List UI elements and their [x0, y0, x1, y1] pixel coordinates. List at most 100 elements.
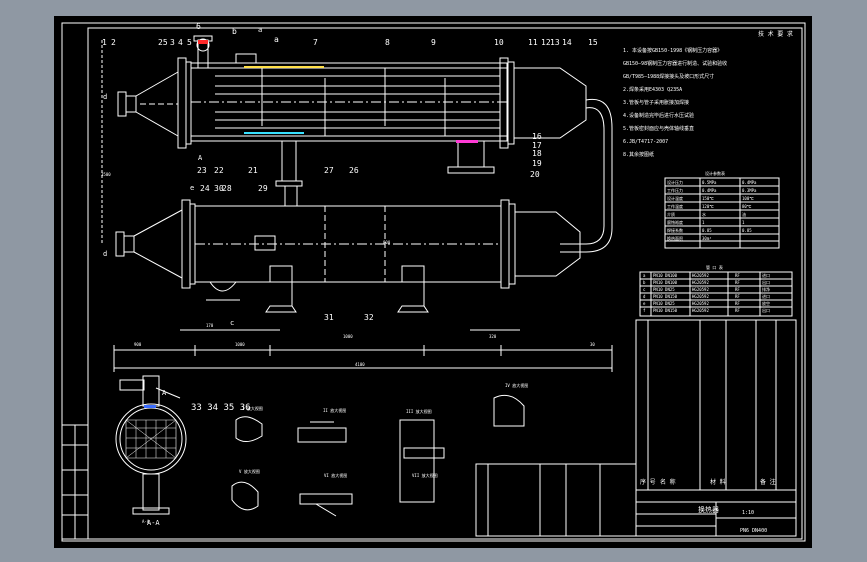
section-view-label: III 放大视图: [406, 408, 432, 414]
balloon-label: 32: [364, 313, 374, 322]
letter-label: a: [258, 26, 262, 34]
nozzle-cell: RF: [735, 294, 740, 299]
design-cell: 焊接系数: [667, 227, 683, 233]
letter-label: A-A: [147, 519, 160, 527]
design-cell: 设计温度: [667, 195, 683, 201]
design-cell: 腐蚀裕度: [667, 219, 683, 225]
nozzle-cell: a: [643, 273, 646, 278]
nozzle-cell: RF: [735, 301, 740, 306]
balloon-label: 30: [214, 184, 224, 193]
design-cell: 120℃: [702, 204, 714, 209]
balloon-label: b: [232, 27, 237, 36]
nozzle-cell: c: [643, 287, 646, 292]
parts-footer-label: 备 注: [760, 478, 776, 486]
dimension-label: 900: [134, 342, 142, 347]
dimension-label: 1000: [343, 334, 353, 339]
nozzle-table-heading: 管 口 表: [706, 264, 723, 270]
note-line: 6.JB/T4717-2007: [623, 139, 668, 145]
note-line: 2.焊条采用E4303 Q235A: [623, 86, 682, 93]
nozzle-table: [639, 271, 793, 317]
letter-label: A: [198, 154, 203, 162]
parts-list-footer: 序 号名 称材 料备 注: [640, 478, 776, 486]
balloon-label: 23: [197, 166, 207, 175]
nozzle-cell: 进口: [762, 293, 770, 299]
parts-footer-label: 名 称: [660, 478, 676, 486]
nozzle-cell: HG20592: [692, 273, 709, 278]
design-cell: 工作压力: [667, 187, 683, 193]
nozzle-cell: d: [643, 294, 646, 299]
balloon-label: 6: [196, 22, 201, 31]
nozzle-cell: 进口: [762, 272, 770, 278]
balloon-label: 14: [562, 38, 572, 47]
nozzle-cell: HG20592: [692, 280, 709, 285]
design-cell: 换热面积: [667, 235, 683, 241]
title-drawing-no: PN6 DN400: [740, 528, 767, 534]
design-cell: 0.4MPa: [702, 188, 717, 193]
balloon-label: 19: [532, 159, 542, 168]
letter-label: d: [103, 250, 107, 258]
balloon-label: 29: [258, 184, 268, 193]
nozzle-cell: PN10 DN150: [653, 308, 678, 313]
balloon-label: 5: [187, 38, 192, 47]
design-cell: 0.85: [742, 228, 752, 233]
balloon-label: 13: [550, 38, 560, 47]
dimension-labels: 4100 1000 1000 900 170 320 800 3500 30: [101, 172, 595, 367]
dimension-label: 3500: [101, 172, 111, 177]
note-line: 5.管板密封面应与壳体轴线垂直: [623, 125, 694, 132]
section-view-label: VI 放大视图: [324, 472, 347, 478]
balloon-label: 1: [102, 38, 107, 47]
dimension-label: 4100: [355, 362, 365, 367]
design-cell: 0.85: [702, 228, 712, 233]
nozzle-cell: RF: [735, 287, 740, 292]
title-scale: 1:10: [742, 510, 754, 516]
dimension-label: 320: [489, 334, 497, 339]
design-cell: 水: [702, 211, 706, 217]
parts-footer-label: 序 号: [640, 478, 656, 486]
design-cell: 30m²: [702, 236, 712, 241]
dimension-label: 800: [383, 240, 391, 245]
nozzle-cell: 放空: [762, 300, 770, 306]
nozzle-cell: b: [643, 280, 646, 285]
nozzle-cell: PN10 DN25: [653, 301, 675, 306]
balloon-label: 31: [324, 313, 334, 322]
nozzle-cell: PN10 DN25: [653, 287, 675, 292]
nozzle-cell: PN10 DN100: [653, 280, 678, 285]
letter-label: e: [190, 184, 194, 192]
letter-label: d: [103, 93, 107, 101]
balloon-label: 16: [532, 132, 542, 141]
design-cell: 介质: [667, 211, 675, 217]
note-line: 1. 本设备按GB150-1998《钢制压力容器》: [623, 47, 722, 54]
nozzle-cell: HG20592: [692, 301, 709, 306]
section-view-label: A-A: [142, 519, 150, 524]
nozzle-cell: HG20592: [692, 308, 709, 313]
note-line: GB150—98钢制压力容器进行制造、试验和验收: [623, 60, 727, 67]
balloon-label: 8: [385, 38, 390, 47]
design-table-heading: 设计参数表: [705, 170, 725, 176]
title-name: 换热器: [698, 505, 719, 514]
dimension-label: 1000: [235, 342, 245, 347]
balloon-label: 3: [170, 38, 175, 47]
balloon-label: 25: [158, 38, 168, 47]
design-cell: 100℃: [742, 196, 754, 201]
note-line: 8.其余按图纸: [623, 151, 654, 158]
upper-exchanger: [117, 35, 613, 253]
design-cell: 150℃: [702, 196, 714, 201]
balloon-label: 7: [313, 38, 318, 47]
detail-views: [231, 394, 525, 517]
balloon-label: 12: [541, 38, 551, 47]
nozzle-cell: PN10 DN150: [653, 294, 678, 299]
note-line: 3.管板与管子采用胀接加焊接: [623, 99, 689, 106]
section-view-label: V 放大视图: [239, 468, 260, 474]
balloon-label: 4: [178, 38, 183, 47]
section-view-label: VII 放大视图: [412, 472, 438, 478]
nozzle-cell: RF: [735, 308, 740, 313]
dimension-label: 170: [206, 323, 214, 328]
design-cell: 油: [742, 211, 746, 217]
design-cell: 设计压力: [667, 179, 683, 185]
dimension-label: 30: [590, 342, 595, 347]
